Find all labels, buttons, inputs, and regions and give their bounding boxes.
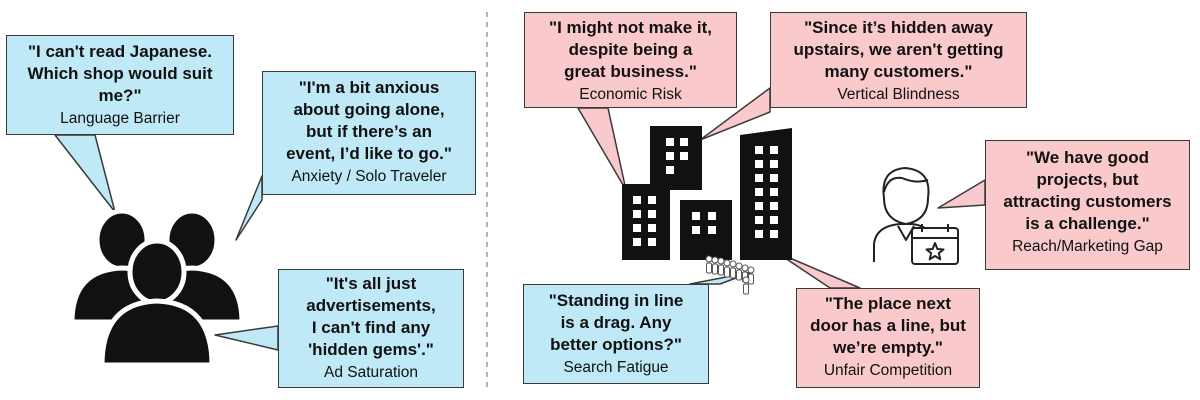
queue-line-icon: [705, 255, 755, 295]
tail-reach: [937, 179, 986, 209]
quote-reach-marketing-gap: "We have good projects, but attracting c…: [1003, 148, 1172, 234]
shop-owner-calendar-icon: [873, 167, 959, 265]
city-buildings-icon: [622, 126, 792, 260]
label-vertical-blindness: Vertical Blindness: [837, 86, 960, 104]
bubble-reach-marketing-gap: "We have good projects, but attracting c…: [985, 140, 1190, 270]
bubble-vertical-blindness: "Since it’s hidden away upstairs, we are…: [770, 12, 1027, 108]
quote-search-fatigue: "Standing in line is a drag. Any better …: [548, 291, 684, 355]
label-search-fatigue: Search Fatigue: [563, 359, 669, 377]
quote-economic-risk: "I might not make it, despite being a gr…: [549, 18, 712, 82]
label-reach-marketing-gap: Reach/Marketing Gap: [1012, 238, 1163, 256]
label-anxiety: Anxiety / Solo Traveler: [291, 168, 447, 186]
label-economic-risk: Economic Risk: [579, 86, 682, 104]
quote-anxiety: "I'm a bit anxious about going alone, bu…: [286, 78, 452, 164]
quote-ad-saturation: "It's all just advertisements, I can't f…: [306, 274, 436, 360]
people-group-icon: [69, 208, 245, 368]
quote-vertical-blindness: "Since it’s hidden away upstairs, we are…: [793, 18, 1004, 82]
bubble-language-barrier: "I can't read Japanese. Which shop would…: [6, 35, 234, 135]
bubble-unfair-competition: "The place next door has a line, but we’…: [796, 288, 980, 388]
quote-unfair-competition: "The place next door has a line, but we’…: [810, 294, 966, 358]
tail-economic: [577, 107, 627, 191]
label-language-barrier: Language Barrier: [60, 110, 180, 128]
bubble-search-fatigue: "Standing in line is a drag. Any better …: [523, 284, 709, 384]
tail-ads: [214, 325, 279, 351]
label-unfair-competition: Unfair Competition: [823, 362, 953, 380]
bubble-economic-risk: "I might not make it, despite being a gr…: [524, 12, 737, 108]
bubble-anxiety: "I'm a bit anxious about going alone, bu…: [262, 71, 476, 195]
bubble-ad-saturation: "It's all just advertisements, I can't f…: [278, 269, 464, 388]
quote-language-barrier: "I can't read Japanese. Which shop would…: [27, 42, 213, 106]
label-ad-saturation: Ad Saturation: [324, 364, 418, 382]
tail-language: [54, 134, 116, 213]
tail-anxiety: [235, 175, 263, 241]
